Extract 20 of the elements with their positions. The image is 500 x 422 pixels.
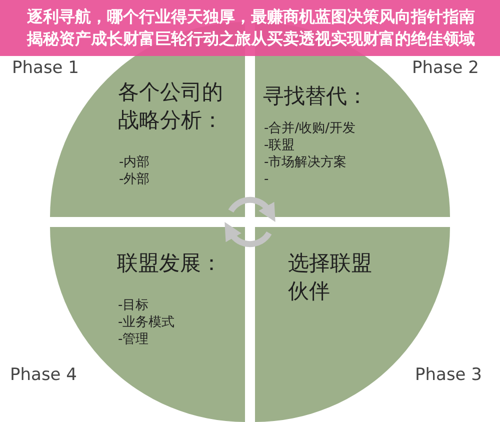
curved-arrow xyxy=(224,222,272,248)
title: 逐利寻航，哪个行业得天独厚，最赚商机蓝图决策风向指针指南揭秘资产成长财富巨轮行动之旅从买卖透视实现财富的绝佳领域 xyxy=(26,6,476,50)
quadrant-heading: 各个公司的战略分析： xyxy=(118,79,224,134)
list-item: -市场解决方案 xyxy=(264,154,347,171)
quadrant-heading: 联盟发展： xyxy=(117,250,223,277)
phase-label: Phase 2 xyxy=(412,58,479,78)
list-item: - xyxy=(264,171,269,188)
quadrant-heading: 选择联盟伙伴 xyxy=(288,250,373,305)
list-item: -内部 xyxy=(119,154,150,171)
list-item: -业务模式 xyxy=(118,314,175,331)
quadrant-heading: 寻找替代： xyxy=(263,83,369,110)
phase-label: Phase 1 xyxy=(12,58,79,78)
phase-label: Phase 3 xyxy=(415,365,482,385)
list-item: -联盟 xyxy=(264,137,295,154)
list-item: -管理 xyxy=(118,331,149,348)
list-item: -目标 xyxy=(118,297,149,314)
phase-label: Phase 4 xyxy=(10,365,77,385)
curved-arrow xyxy=(228,196,276,222)
list-item: -合并/收购/开发 xyxy=(264,120,356,137)
list-item: -外部 xyxy=(119,171,150,188)
